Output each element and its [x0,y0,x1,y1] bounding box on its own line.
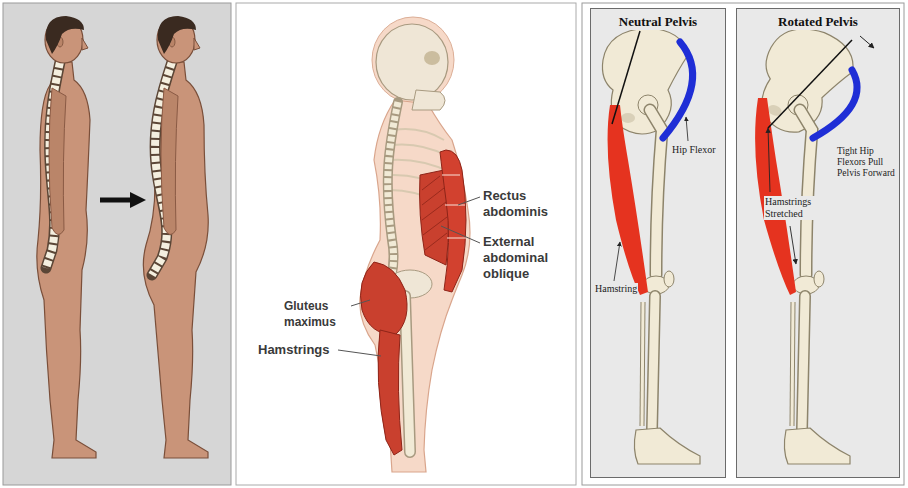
annotation-label: Hamstring [594,283,638,295]
pelvis-hole [621,113,635,123]
body-silhouette [37,62,96,458]
eye-socket [424,51,440,65]
head-skin [372,17,454,103]
change-arrow-head [130,192,146,208]
fibre [423,217,447,235]
femur-outline [405,296,410,452]
muscle-fibres [422,176,447,250]
leader-line [351,300,370,306]
panel-ground [3,3,231,485]
frame-box: Neutral Pelvis [590,8,726,478]
stretch-arrow [790,226,796,264]
jaw [412,90,445,110]
muscle-label: Hamstrings [258,342,330,358]
stretch-arrow [768,128,770,192]
tibia [652,296,655,430]
rectus-muscle [440,150,466,292]
tendon [442,174,460,175]
hip-flexor-muscle [663,42,693,138]
body-silhouette [143,62,208,458]
frame-title: Rotated Pelvis [775,13,861,30]
femur [405,296,410,452]
hamstring-muscle [378,330,402,455]
fibula-outline [642,302,643,426]
head [157,16,200,63]
muscle-label: External abdominal oblique [483,234,568,282]
frame-title: Neutral Pelvis [616,13,700,30]
panel-ground [582,3,904,485]
leader-lines [338,197,480,356]
panel-ground [236,3,576,485]
leader-line [338,350,381,356]
hair [46,16,84,54]
annotation-label: Hamstrings Stretched [764,196,822,220]
skull [376,24,448,100]
pelvis-axis-line [612,31,640,124]
patella [664,271,674,287]
hamstring-muscle [608,105,648,295]
leader-line [458,197,480,205]
person-figure [143,16,208,458]
fibre [425,233,447,250]
fibre [422,176,440,190]
hip-flexor-muscle [813,70,857,138]
head-shape [45,17,83,63]
person-figure [37,16,96,458]
leader-line [614,242,620,281]
frame-ground [590,8,726,478]
fibre [422,188,444,205]
annotation-label: Hip Flexor [672,144,716,156]
foot-bones [634,428,700,464]
gluteus-muscle [361,262,408,335]
frame-box: Rotated Pelvis [736,8,900,478]
change-arrow [100,198,132,203]
fibula [642,302,643,426]
rib [392,144,448,156]
tendon [447,237,466,238]
fibre [422,202,446,220]
pelvis-axis-line [768,40,852,128]
femur [650,110,662,275]
body-outline [360,100,470,472]
rib [394,129,444,140]
muscle-label: Rectus abdominis [483,188,568,220]
annotation-label: Tight Hip Flexors Pull Pelvis Forward [837,146,897,179]
arm [49,88,66,235]
femur-outline [650,110,662,275]
frame-ground [736,8,900,478]
tendon [445,204,465,205]
head [45,16,88,63]
leader-line [686,117,688,141]
rotated-skeleton [745,17,862,464]
muscle-label: Gluteus maximus [284,298,356,330]
leader-line [441,226,480,243]
tibia-outline [652,296,655,430]
rotation-arrow [860,36,874,48]
arm [161,88,178,235]
nose [82,38,88,50]
